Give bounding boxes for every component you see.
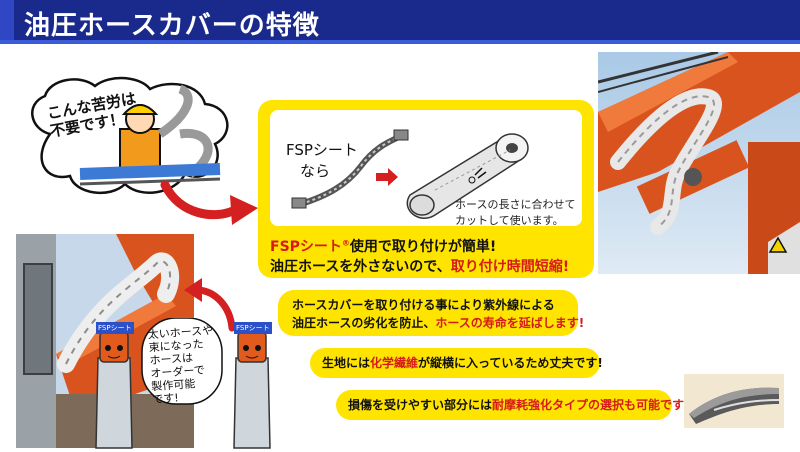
pill-fabric-highlight: 化学繊維 bbox=[370, 356, 419, 370]
pill-uv-line1: ホースカバーを取り付ける事により紫外線による bbox=[292, 298, 555, 312]
pill-wear-text: 損傷を受けやすい部分には bbox=[348, 398, 493, 412]
wear-resistant-sample-image bbox=[684, 374, 784, 428]
page-title: 油圧ホースカバーの特徴 bbox=[24, 11, 320, 41]
sheet-roll-illustration bbox=[406, 133, 529, 219]
feature-headline-2-highlight: 取り付け時間短縮! bbox=[450, 259, 570, 275]
character-speech-note: 太いホースや 束になった ホースは オーダーで 製作可能 です! bbox=[147, 324, 218, 406]
feature-pill-fabric: 生地には化学繊維が縦横に入っているため丈夫です! bbox=[310, 348, 603, 378]
fsp-label-line1: FSPシート bbox=[286, 141, 358, 159]
title-bar: 油圧ホースカバーの特徴 bbox=[0, 0, 800, 44]
feature-headline-2-text: 油圧ホースを外さないので、 bbox=[270, 259, 451, 275]
red-arrow-right bbox=[160, 180, 258, 225]
cut-note: ホースの長さに合わせて カットして使います。 bbox=[455, 197, 575, 229]
feature-pill-uv: ホースカバーを取り付ける事により紫外線による 油圧ホースの劣化を防止、ホースの寿… bbox=[278, 290, 584, 336]
cut-note-line2: カットして使います。 bbox=[455, 214, 564, 227]
hose-illustration bbox=[291, 129, 409, 209]
cut-note-line1: ホースの長さに合わせて bbox=[455, 198, 576, 211]
feature-pill-wear: 損傷を受けやすい部分には耐摩耗強化タイプの選択も可能です! bbox=[336, 390, 690, 420]
arrow-right-icon bbox=[376, 168, 398, 186]
excavator-photo-top bbox=[598, 52, 800, 274]
badge-fsp-2: FSPシート bbox=[234, 322, 272, 334]
title-accent bbox=[0, 0, 14, 44]
feature-fsp-name: FSPシート bbox=[270, 239, 342, 255]
pill-uv-line2: 油圧ホースの劣化を防止、ホースの寿命を延ばします! bbox=[292, 314, 584, 332]
pill-wear-highlight: 耐摩耗強化タイプの選択も可能です! bbox=[492, 398, 690, 412]
title-underline bbox=[0, 40, 800, 44]
feature-headline-1-text: 使用で取り付けが簡単! bbox=[349, 239, 497, 255]
registered-mark: ® bbox=[341, 238, 350, 248]
feature-headline-1: FSPシート®使用で取り付けが簡単! bbox=[270, 236, 496, 256]
fsp-label-line2: なら bbox=[300, 162, 331, 180]
pill-fabric-text2: が縦横に入っているため丈夫です! bbox=[418, 356, 603, 370]
badge-fsp-1: FSPシート bbox=[96, 322, 134, 334]
pill-uv-line2-text: 油圧ホースの劣化を防止、 bbox=[292, 316, 436, 330]
character-speech-text: 太いホースや 束になった ホースは オーダーで 製作可能 です! bbox=[147, 323, 214, 407]
pill-fabric-text1: 生地には bbox=[322, 356, 371, 370]
worker-cloud-illustration bbox=[31, 76, 229, 195]
hose-cover-characters bbox=[95, 318, 271, 449]
pill-uv-line2-highlight: ホースの寿命を延ばします! bbox=[435, 316, 585, 330]
feature-headline-2: 油圧ホースを外さないので、取り付け時間短縮! bbox=[270, 256, 569, 276]
red-arrow-up bbox=[184, 278, 236, 332]
